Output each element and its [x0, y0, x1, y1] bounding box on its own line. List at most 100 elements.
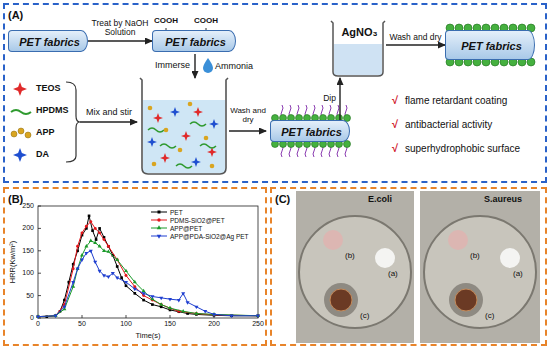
data-marker [91, 229, 94, 232]
hrr-line [38, 241, 258, 317]
hpdms-symbol [200, 144, 216, 148]
legend-sample [150, 232, 168, 240]
hpdms-symbol [176, 164, 192, 168]
legend-text: PET [170, 209, 183, 216]
legend-item: APP@PDA-SiO2@Ag PET [150, 232, 249, 240]
plot-frame [38, 206, 258, 318]
data-marker [54, 314, 57, 317]
sample-disc [330, 289, 352, 311]
legend-item: APP@PET [150, 224, 202, 232]
legend-item: PDMS-SiO2@PET [150, 216, 225, 224]
tick-label: 100 [120, 320, 132, 328]
data-marker [203, 310, 207, 313]
tick-label: 0 [30, 314, 34, 322]
data-marker [89, 239, 93, 242]
node-text: AgNO₃ [341, 26, 377, 38]
group-label: COOH [154, 17, 178, 26]
data-marker [159, 297, 163, 300]
tick-label: 50 [78, 320, 86, 328]
data-marker [62, 306, 66, 309]
data-marker [115, 257, 119, 260]
sample-label: (a) [513, 270, 523, 279]
reagent-label: DA [36, 150, 49, 160]
data-marker [125, 274, 128, 277]
data-marker [169, 307, 172, 310]
hpdms-symbol [190, 122, 206, 126]
legend-marker [157, 218, 160, 221]
data-marker [76, 245, 79, 248]
legend-marker [158, 211, 161, 214]
final-fabric-pill: PET fabrics [445, 30, 535, 60]
tick-mark [38, 273, 126, 318]
data-marker [81, 231, 84, 234]
fabric-pill: PET fabrics [152, 30, 236, 52]
sample-label: (c) [360, 312, 369, 321]
app-symbol [164, 128, 169, 133]
data-marker [124, 281, 128, 284]
legend-line [151, 212, 167, 213]
process-arrow [386, 44, 445, 45]
sample-label: (a) [388, 270, 398, 279]
legend-item: PET [150, 208, 183, 216]
process-arrow [339, 78, 340, 120]
panel-frame: (B) [3, 187, 267, 346]
edge-label: Dip [323, 94, 336, 103]
photo-background [420, 191, 540, 343]
tick-label: 200 [208, 320, 220, 328]
data-marker [256, 315, 260, 318]
petri-dish-photo [420, 191, 540, 343]
teos-symbol [153, 113, 163, 123]
da-symbol [147, 137, 157, 147]
app-symbol [188, 102, 193, 107]
da-symbol [13, 148, 27, 162]
beaker-outline [140, 78, 228, 174]
tick-mark [38, 228, 214, 318]
tick-mark [38, 251, 170, 318]
da-symbol [170, 107, 180, 117]
photo-title: E.coli [368, 195, 392, 205]
legend-sample [150, 216, 168, 224]
data-marker [54, 315, 58, 318]
data-marker [37, 315, 40, 318]
data-marker [106, 249, 110, 252]
sample-disc [375, 248, 395, 268]
property-label: superhydrophobic surface [405, 143, 520, 154]
legend-marker [157, 225, 162, 229]
legend-sample [150, 224, 168, 232]
data-marker [98, 244, 102, 247]
inhibition-zone [449, 283, 483, 317]
data-marker [102, 274, 106, 277]
node-text: (B) [8, 193, 23, 205]
app-symbol [178, 148, 183, 153]
data-marker [257, 314, 260, 317]
teos-symbol [193, 107, 203, 117]
hrr-chart [36, 206, 260, 319]
legend-text: APP@PET [170, 225, 202, 232]
node-text: PET fabrics [165, 36, 226, 48]
process-arrow [88, 40, 152, 41]
data-marker [102, 248, 106, 251]
silver-solution [334, 44, 382, 75]
node-text: (A) [8, 9, 23, 21]
data-marker [93, 240, 97, 243]
data-marker [76, 268, 80, 271]
hrr-series [37, 215, 260, 318]
inhibition-zone [324, 283, 358, 317]
data-marker [177, 299, 181, 302]
sample-disc [448, 230, 468, 250]
beaker-node: AgNO₃ [330, 20, 386, 78]
data-marker [80, 253, 84, 256]
app-symbol [25, 132, 31, 138]
panel-frame: (A)PET fabricsPET fabricsPET fabricsAgNO… [3, 3, 547, 183]
data-marker [84, 252, 88, 255]
data-marker [181, 292, 185, 295]
data-marker [150, 295, 154, 298]
data-marker [230, 315, 234, 318]
photo-background [296, 191, 414, 343]
app-symbol [210, 164, 215, 169]
group-label: COOH [194, 17, 218, 26]
check-mark: √ [392, 142, 398, 154]
